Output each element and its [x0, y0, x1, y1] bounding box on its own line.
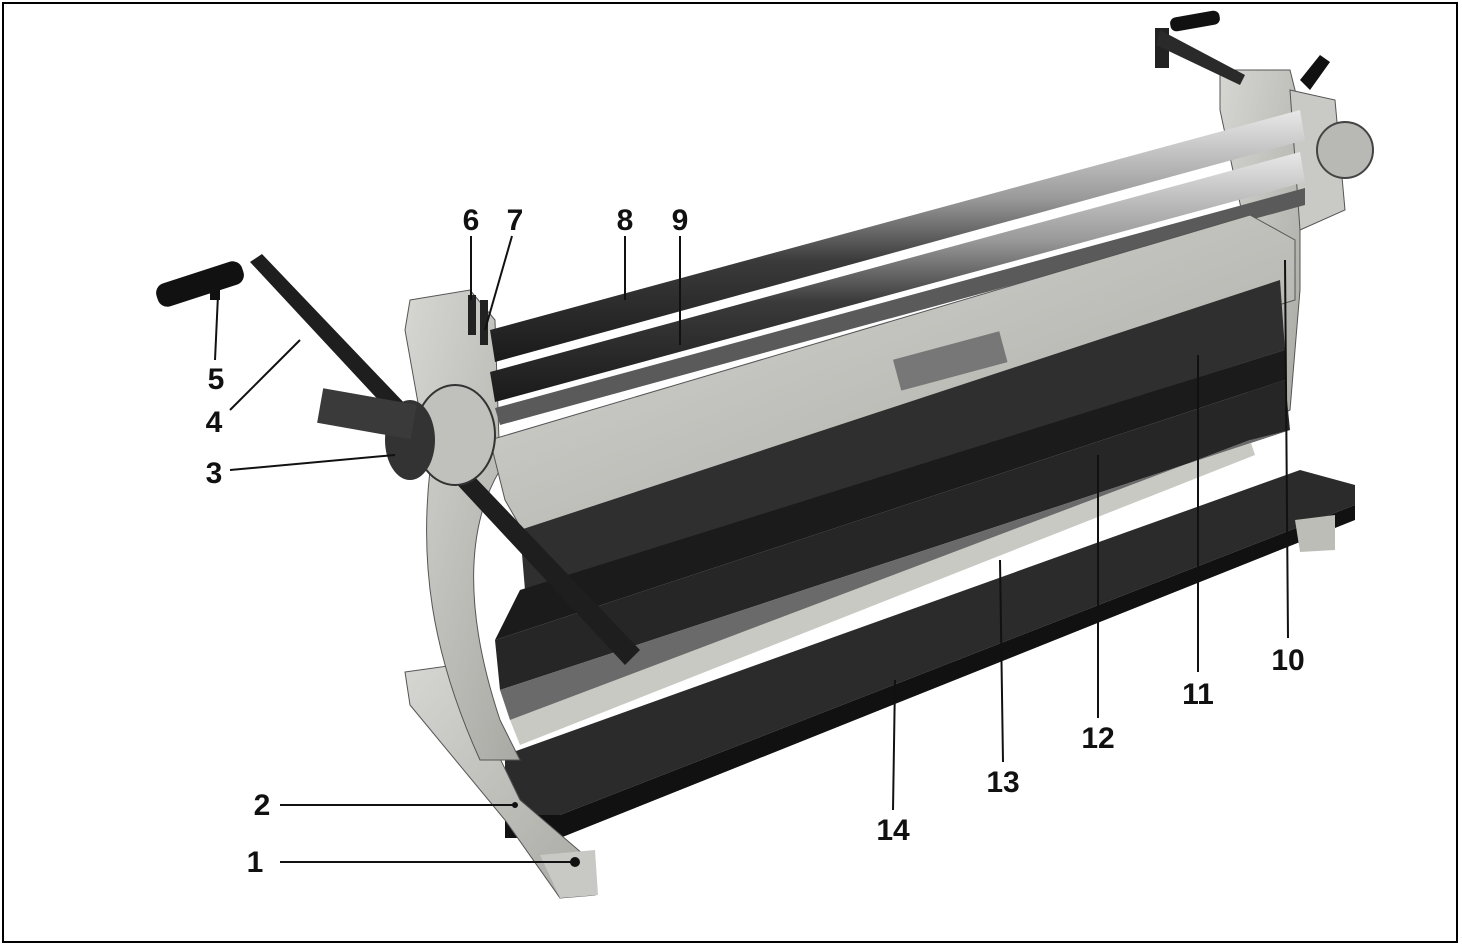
- callout-7: 7: [507, 204, 524, 237]
- rollers: [490, 110, 1305, 425]
- callout-5: 5: [208, 363, 225, 396]
- callout-8: 8: [617, 204, 634, 237]
- callout-10: 10: [1271, 644, 1304, 677]
- callout-9: 9: [672, 204, 689, 237]
- callout-4: 4: [206, 406, 223, 439]
- callout-2: 2: [254, 789, 271, 822]
- adjustment-screws: [468, 295, 488, 345]
- base-tray: [505, 470, 1355, 838]
- callout-14: 14: [876, 814, 910, 847]
- callout-13: 13: [986, 766, 1019, 799]
- main-casting: [489, 214, 1296, 745]
- left-crank-assembly: [156, 254, 640, 665]
- right-crank: [1155, 10, 1330, 90]
- callout-6: 6: [463, 204, 480, 237]
- callout-3: 3: [206, 457, 223, 490]
- callout-1: 1: [247, 846, 264, 879]
- callout-11: 11: [1182, 678, 1214, 711]
- right-foot: [1295, 515, 1335, 552]
- leader-dots: [512, 802, 580, 867]
- leader-lines: [214, 235, 1289, 863]
- callout-12: 12: [1081, 722, 1114, 755]
